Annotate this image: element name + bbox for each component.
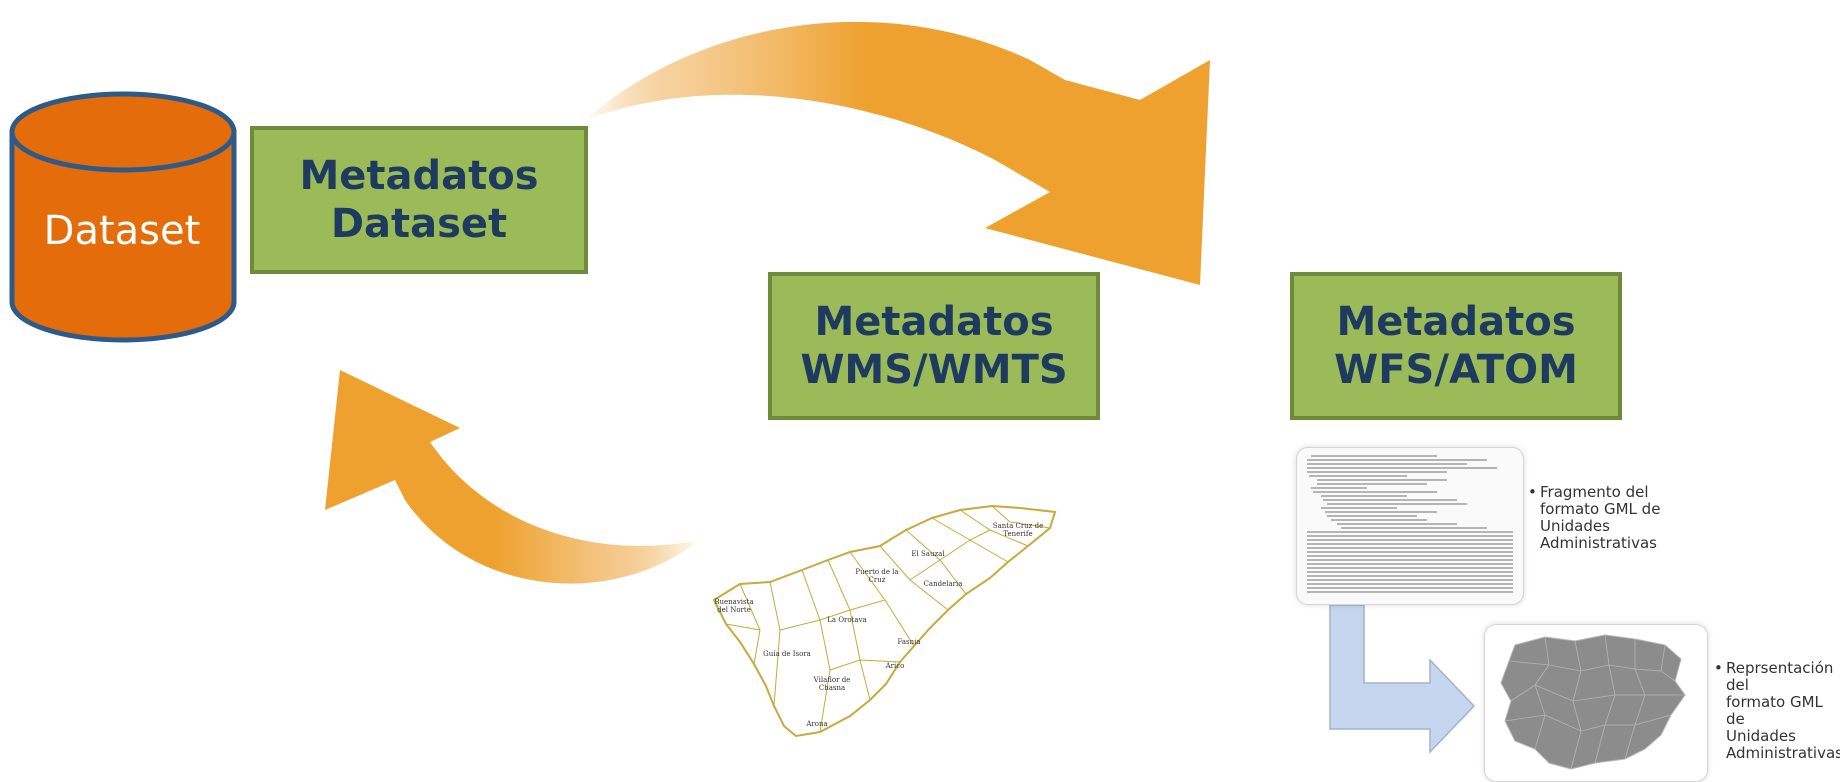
gml-representation-line2: formato GML de	[1726, 693, 1823, 728]
gml-fragment-line2: formato GML de	[1540, 500, 1661, 518]
map-label-fasnia: Fasnia	[897, 638, 921, 646]
gml-representation-bullet: •	[1714, 659, 1723, 677]
metadata-wfs-line1: Metadatos	[1336, 299, 1576, 345]
gml-code-thumbnail	[1296, 447, 1524, 605]
metadata-wfs-line2: WFS/ATOM	[1334, 347, 1578, 393]
island-outline	[712, 504, 1057, 738]
gml-fragment-caption: • Fragmento del formato GML de Unidades …	[1528, 483, 1661, 552]
database-label: Dataset	[43, 208, 201, 254]
gml-representation-line4: Administrativas	[1726, 744, 1840, 762]
gml-representation-caption: • Reprsentación del formato GML de Unida…	[1714, 659, 1840, 762]
map-label-guia-isora: Guía de Isora	[763, 650, 811, 658]
metadata-wms-line1: Metadatos	[814, 299, 1054, 345]
gml-representation-line3: Unidades	[1726, 727, 1796, 745]
map-label-arona: Arona	[806, 720, 828, 728]
gml-fragment-line3: Unidades	[1540, 517, 1610, 535]
top-curved-arrow	[585, 21, 1210, 285]
map-label-santa-cruz: Santa Cruz de Tenerife	[992, 522, 1044, 538]
metadata-wms-line2: WMS/WMTS	[800, 347, 1068, 393]
gml-fragment-line1: Fragmento del	[1540, 483, 1649, 501]
metadata-dataset-line2: Dataset	[330, 201, 508, 247]
gml-fragment-bullet: •	[1528, 483, 1537, 501]
metadata-dataset-line1: Metadatos	[299, 153, 539, 199]
metadata-dataset-box: Metadatos Dataset	[250, 126, 588, 274]
map-label-candelaria: Candelaria	[923, 580, 963, 588]
map-label-vilaflor: Vilaflor de Chasna	[813, 676, 851, 692]
bottom-curved-arrow	[325, 370, 700, 584]
spain-provinces-map	[1500, 634, 1686, 770]
database-icon	[9, 91, 237, 343]
gml-code-lines	[1307, 455, 1513, 593]
gml-fragment-line4: Administrativas	[1540, 534, 1657, 552]
map-label-arico: Arico	[885, 662, 905, 670]
map-label-puerto-cruz: Puerto de la Cruz	[855, 568, 899, 584]
map-label-el-sauzal: El Sauzal	[911, 550, 945, 558]
map-label-buenavista: Buenavista del Norte	[714, 598, 754, 614]
map-label-la-orotava: La Orotava	[827, 616, 867, 624]
gml-representation-line1: Reprsentación del	[1726, 659, 1834, 694]
elbow-arrow	[1329, 604, 1476, 754]
metadata-wms-box: Metadatos WMS/WMTS	[768, 272, 1100, 420]
tenerife-map	[712, 504, 1057, 738]
spain-map-thumbnail	[1484, 624, 1708, 782]
metadata-wfs-box: Metadatos WFS/ATOM	[1290, 272, 1622, 420]
